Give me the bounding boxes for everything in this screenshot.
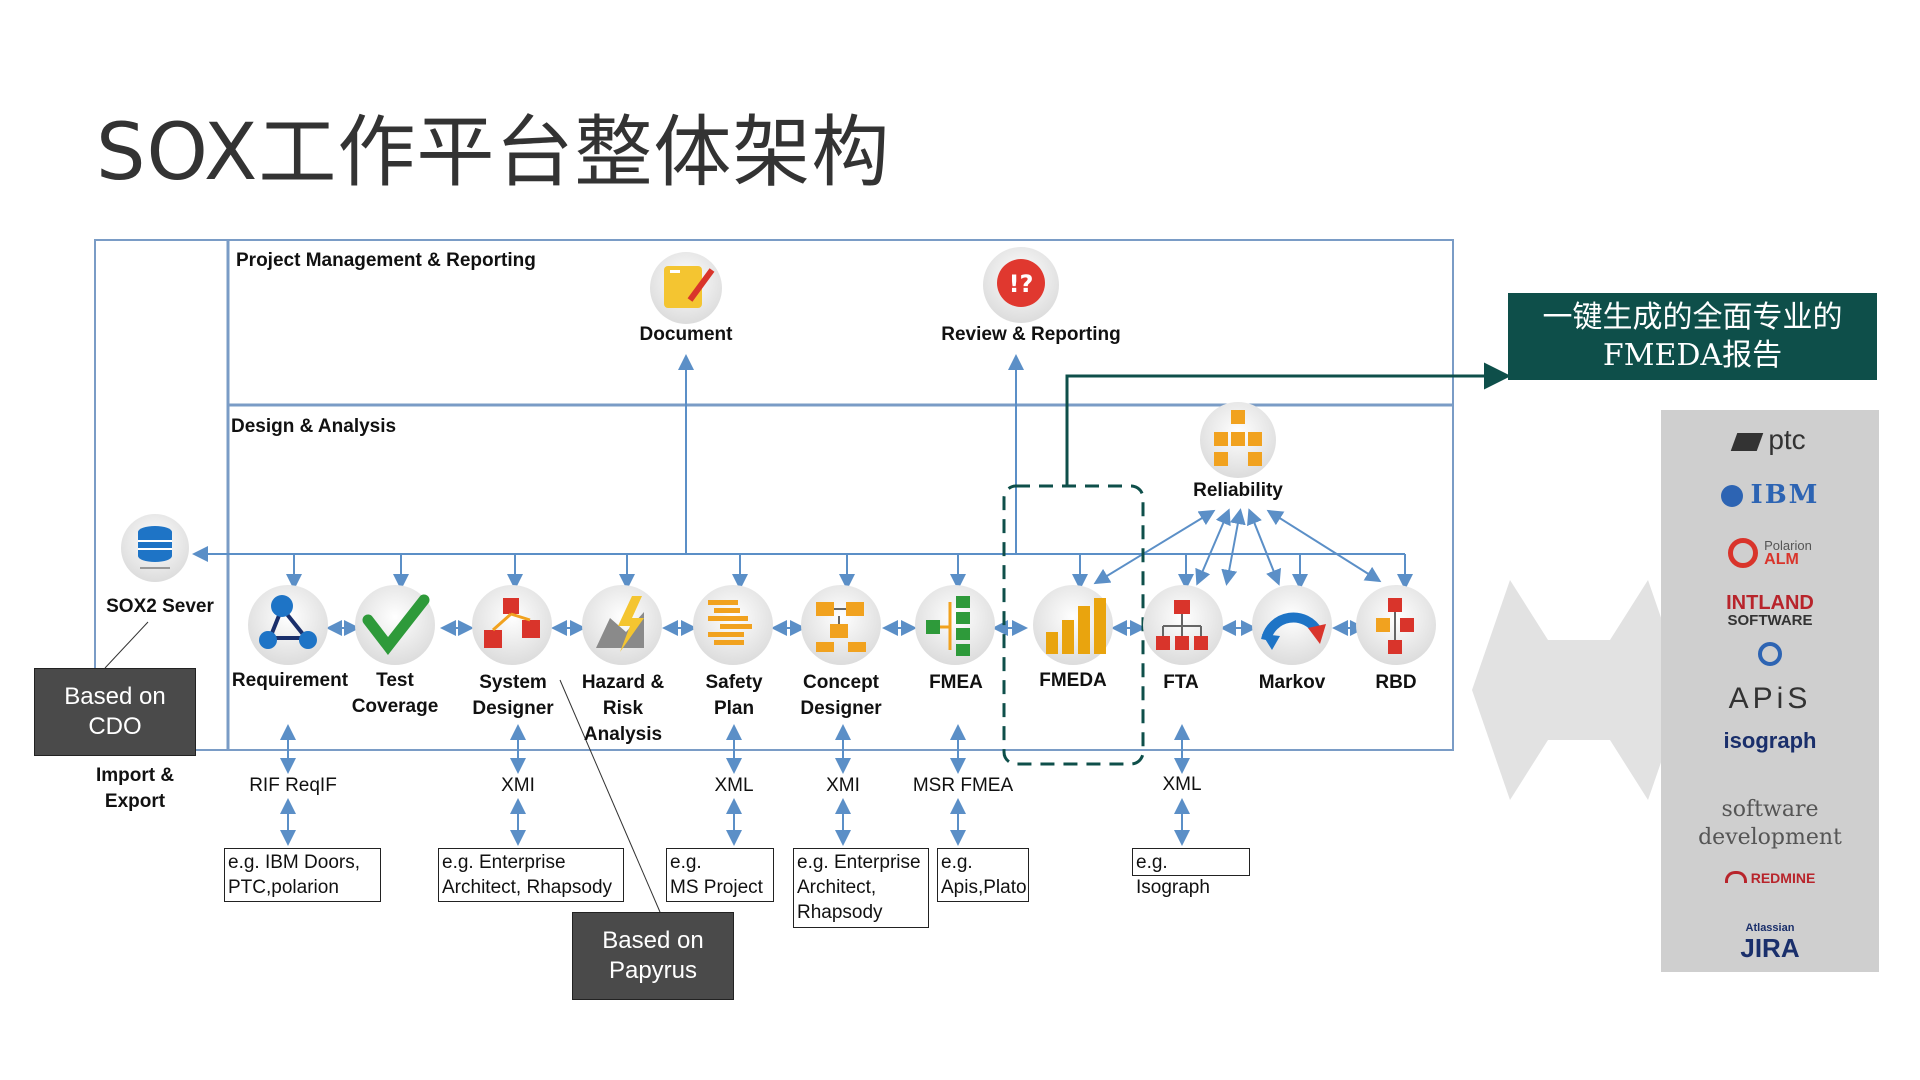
note-cdo: Based on CDO	[34, 668, 196, 756]
tool-label-hazard-risk-analysis: Hazard & Risk Analysis	[581, 672, 665, 745]
fmea-icon	[915, 585, 995, 665]
concept-designer-icon	[801, 585, 881, 665]
apis-logo: APiS	[1728, 682, 1812, 715]
gear-logo-icon	[1661, 642, 1879, 671]
fmeda-report-callout: 一键生成的全面专业的 FMEDA报告	[1508, 293, 1877, 380]
ptc-icon	[1731, 432, 1764, 451]
tool-label-rbd: RBD	[1375, 672, 1417, 693]
format-label: XML	[714, 775, 754, 796]
svg-text:!?: !?	[1009, 270, 1034, 298]
rbd-icon	[1356, 585, 1436, 665]
format-label: XMI	[826, 775, 860, 796]
reliability-label: Reliability	[1193, 480, 1283, 501]
page-title: SOX工作平台整体架构	[96, 108, 891, 198]
tool-label-requirement: Requirement	[231, 670, 349, 691]
tool-label-fmeda: FMEDA	[1039, 670, 1107, 691]
tool-label-concept-designer: Concept Designer	[800, 672, 882, 719]
example-box: e.g. Isograph	[1132, 848, 1250, 898]
format-label: XML	[1162, 774, 1202, 795]
format-label: RIF ReqIF	[249, 775, 337, 796]
format-label: XMI	[501, 775, 535, 796]
ptc-logo: ptc	[1661, 424, 1879, 456]
exchange-double-arrow	[1472, 580, 1686, 800]
import-export-label: Import & Export	[95, 765, 175, 812]
fta-icon	[1143, 585, 1223, 665]
document-icon	[650, 252, 722, 324]
safety-plan-icon	[693, 585, 773, 665]
section-label-pm: Project Management & Reporting	[236, 250, 536, 271]
redmine-icon	[1724, 871, 1747, 883]
isograph-logo: isograph	[1723, 728, 1817, 753]
review-reporting-label: Review & Reporting	[941, 324, 1121, 345]
tool-label-markov: Markov	[1258, 672, 1326, 693]
intland-logo: INTLAND SOFTWARE	[1726, 592, 1814, 629]
software-development-text: software development	[1698, 797, 1842, 850]
fmeda-icon	[1033, 585, 1113, 665]
markov-icon	[1252, 585, 1332, 665]
tool-label-safety-plan: Safety Plan	[705, 672, 763, 719]
requirement-icon	[248, 585, 328, 665]
test-coverage-icon	[355, 585, 435, 665]
example-box: e.g. Enterprise Architect, Rhapsody	[438, 848, 624, 902]
note-papyrus: Based on Papyrus	[572, 912, 734, 1000]
example-box: e.g. Enterprise Architect, Rhapsody	[793, 848, 929, 928]
reliability-icon	[1200, 402, 1276, 478]
example-box: e.g. Apis,Plato	[937, 848, 1029, 902]
section-label-da: Design & Analysis	[231, 416, 397, 437]
example-box: e.g. MS Project	[666, 848, 774, 902]
server-label: SOX2 Sever	[106, 596, 214, 617]
redmine-logo: REDMINE	[1661, 870, 1879, 886]
hazard-risk-icon	[582, 585, 662, 665]
ibm-icon	[1720, 485, 1743, 507]
ibm-logo: IBM	[1661, 480, 1879, 510]
polarion-ring-icon	[1728, 538, 1759, 568]
tool-label-system-designer: System Designer	[472, 672, 554, 719]
jira-logo: Atlassian JIRA	[1740, 922, 1800, 963]
server-database-icon	[121, 514, 189, 582]
tool-label-test-coverage: Test Coverage	[351, 670, 439, 717]
tool-label-fta: FTA	[1163, 672, 1199, 693]
review-icon: !?	[983, 247, 1059, 323]
example-box: e.g. IBM Doors, PTC,polarion	[224, 848, 381, 902]
format-label: MSR FMEA	[912, 775, 1014, 796]
document-label: Document	[639, 324, 733, 345]
system-designer-icon	[472, 585, 552, 665]
tool-label-fmea: FMEA	[929, 672, 983, 693]
